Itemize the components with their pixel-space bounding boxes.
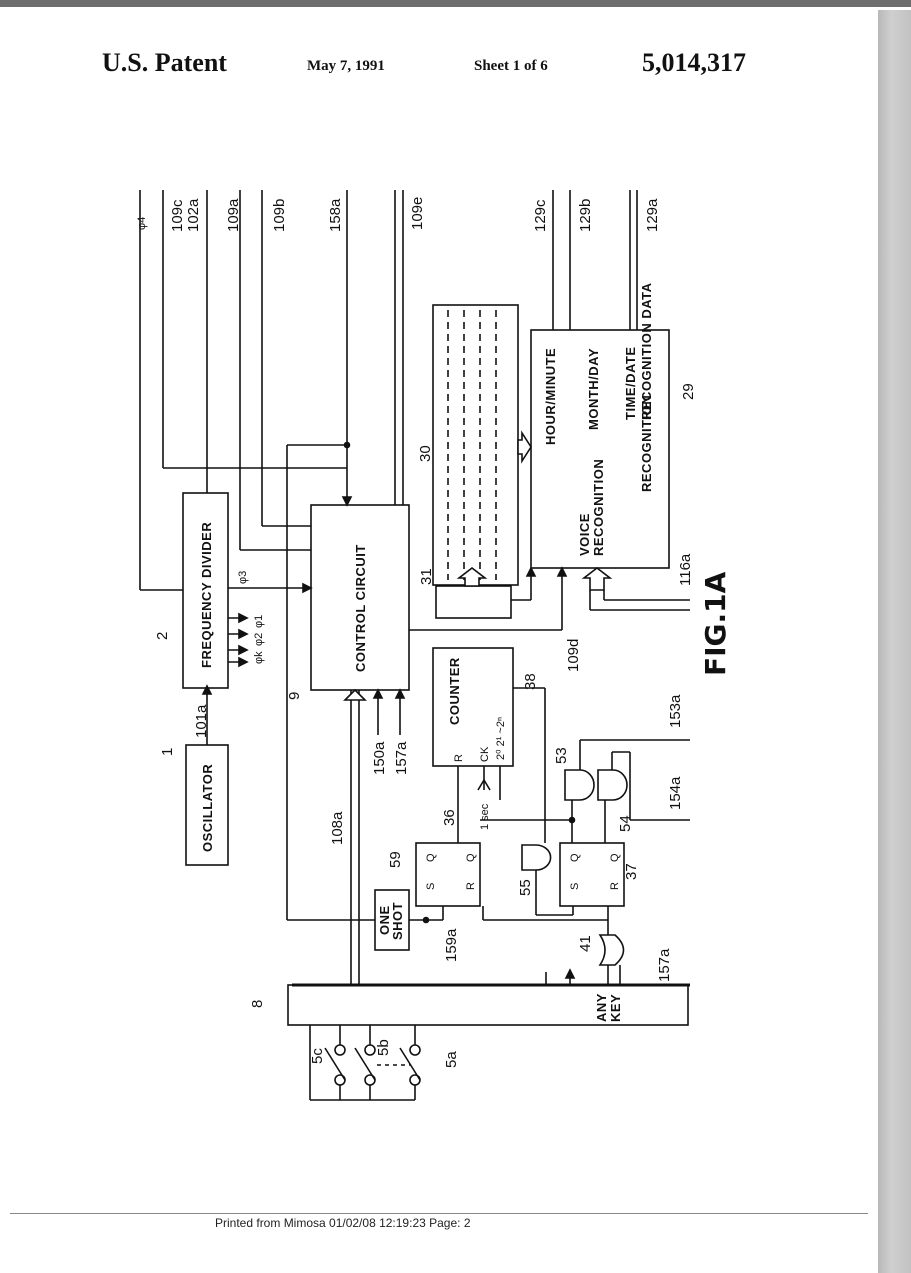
circuit-diagram: FREQUENCY DIVIDER OSCILLATOR CONTROL CIR…	[0, 150, 878, 1200]
ref-129b: 129b	[577, 199, 594, 232]
ref-109a: 109a	[225, 198, 242, 232]
ref-9: 9	[286, 692, 303, 700]
one-sec-label: 1 sec	[479, 803, 491, 830]
ref-108a: 108a	[329, 811, 346, 845]
ff36-qb: Q	[465, 853, 477, 862]
voice-recognition-label-1: VOICE	[577, 513, 592, 556]
ff37-r: R	[609, 882, 621, 890]
ref-54: 54	[617, 815, 634, 832]
any-key-label-2: KEY	[608, 994, 623, 1022]
ff36-s: S	[425, 883, 437, 890]
phi2-label: φ2	[253, 633, 265, 646]
and-gate-54	[598, 770, 627, 800]
patent-number: 5,014,317	[642, 48, 746, 78]
any-key-label-1: ANY	[594, 993, 609, 1022]
counter-label: COUNTER	[447, 657, 462, 725]
ref-2: 2	[154, 632, 171, 640]
ref-129c: 129c	[532, 199, 549, 232]
sheet-indicator: Sheet 1 of 6	[474, 58, 548, 75]
ref-8: 8	[249, 1000, 266, 1008]
ref-5c: 5c	[309, 1048, 326, 1064]
memory-block-30	[433, 305, 518, 585]
ref-5b: 5b	[375, 1039, 392, 1056]
voice-recognition-label-2: RECOGNITION	[591, 459, 606, 556]
ff37-q: Q	[569, 853, 581, 862]
footer-rule	[10, 1213, 868, 1214]
ff36-q: Q	[425, 853, 437, 862]
hour-minute-label: HOUR/MINUTE	[543, 348, 558, 445]
scan-top-edge	[0, 0, 911, 7]
ref-55: 55	[517, 879, 534, 896]
ref-29: 29	[680, 383, 697, 400]
ff36-r: R	[465, 882, 477, 890]
ref-109d: 109d	[565, 639, 582, 672]
ref-157a: 157a	[393, 741, 410, 775]
month-day-label: MONTH/DAY	[586, 348, 601, 430]
ref-154a: 154a	[667, 776, 684, 810]
control-circuit-label: CONTROL CIRCUIT	[353, 544, 368, 672]
ref-159a: 159a	[443, 928, 460, 962]
counter-r-pin: R	[453, 754, 465, 762]
counter-ck-pin: CK	[479, 746, 491, 762]
phi3-label: φ3	[237, 571, 249, 584]
counter-bits: 2⁰ 2¹ ~2ⁿ	[495, 717, 507, 760]
time-date-label: TIME/DATE	[623, 346, 638, 420]
ref-153a: 153a	[667, 694, 684, 728]
and-gate-55	[522, 845, 551, 870]
ref-53: 53	[553, 747, 570, 764]
ff37-qb: Q	[609, 853, 621, 862]
ref-129a: 129a	[644, 198, 661, 232]
key-input-block-8	[288, 985, 688, 1025]
print-footer: Printed from Mimosa 01/02/08 12:19:23 Pa…	[215, 1216, 471, 1230]
ref-109e: 109e	[409, 197, 426, 230]
phik-label: φk	[253, 651, 265, 664]
ref-1: 1	[159, 748, 176, 756]
ff37-s: S	[569, 883, 581, 890]
ref-157a-b: 157a	[656, 948, 673, 982]
ref-5a: 5a	[443, 1051, 460, 1068]
or-gate-41	[600, 935, 624, 965]
ref-150a: 150a	[371, 741, 388, 775]
time-date-recognition-label: RECOGNITION	[639, 395, 654, 492]
patent-title: U.S. Patent	[102, 48, 227, 78]
ref-38: 38	[522, 673, 539, 690]
figure-label: FIG.1A	[699, 571, 732, 676]
ref-30: 30	[417, 445, 434, 462]
ref-101a: 101a	[193, 704, 210, 738]
frequency-divider-label: FREQUENCY DIVIDER	[199, 522, 214, 668]
ref-59: 59	[387, 851, 404, 868]
ref-109b: 109b	[271, 199, 288, 232]
and-gate-53	[565, 770, 594, 800]
ref-102a: 102a	[185, 198, 202, 232]
ref-41: 41	[577, 935, 594, 952]
oscillator-label: OSCILLATOR	[200, 764, 215, 852]
ref-37: 37	[623, 863, 640, 880]
phi4-label: φ4	[136, 217, 148, 230]
ref-31: 31	[418, 568, 435, 585]
ref-109c: 109c	[169, 199, 186, 232]
one-shot-label-2: SHOT	[390, 902, 405, 940]
ref-158a: 158a	[327, 198, 344, 232]
scan-right-shadow	[878, 10, 911, 1273]
flipflop-37	[560, 843, 624, 906]
patent-date: May 7, 1991	[307, 58, 385, 75]
phi1-label: φ1	[253, 615, 265, 628]
ref-36: 36	[441, 809, 458, 826]
ref-116a: 116a	[677, 553, 694, 586]
block-31	[436, 586, 511, 618]
flipflop-36	[416, 843, 480, 906]
